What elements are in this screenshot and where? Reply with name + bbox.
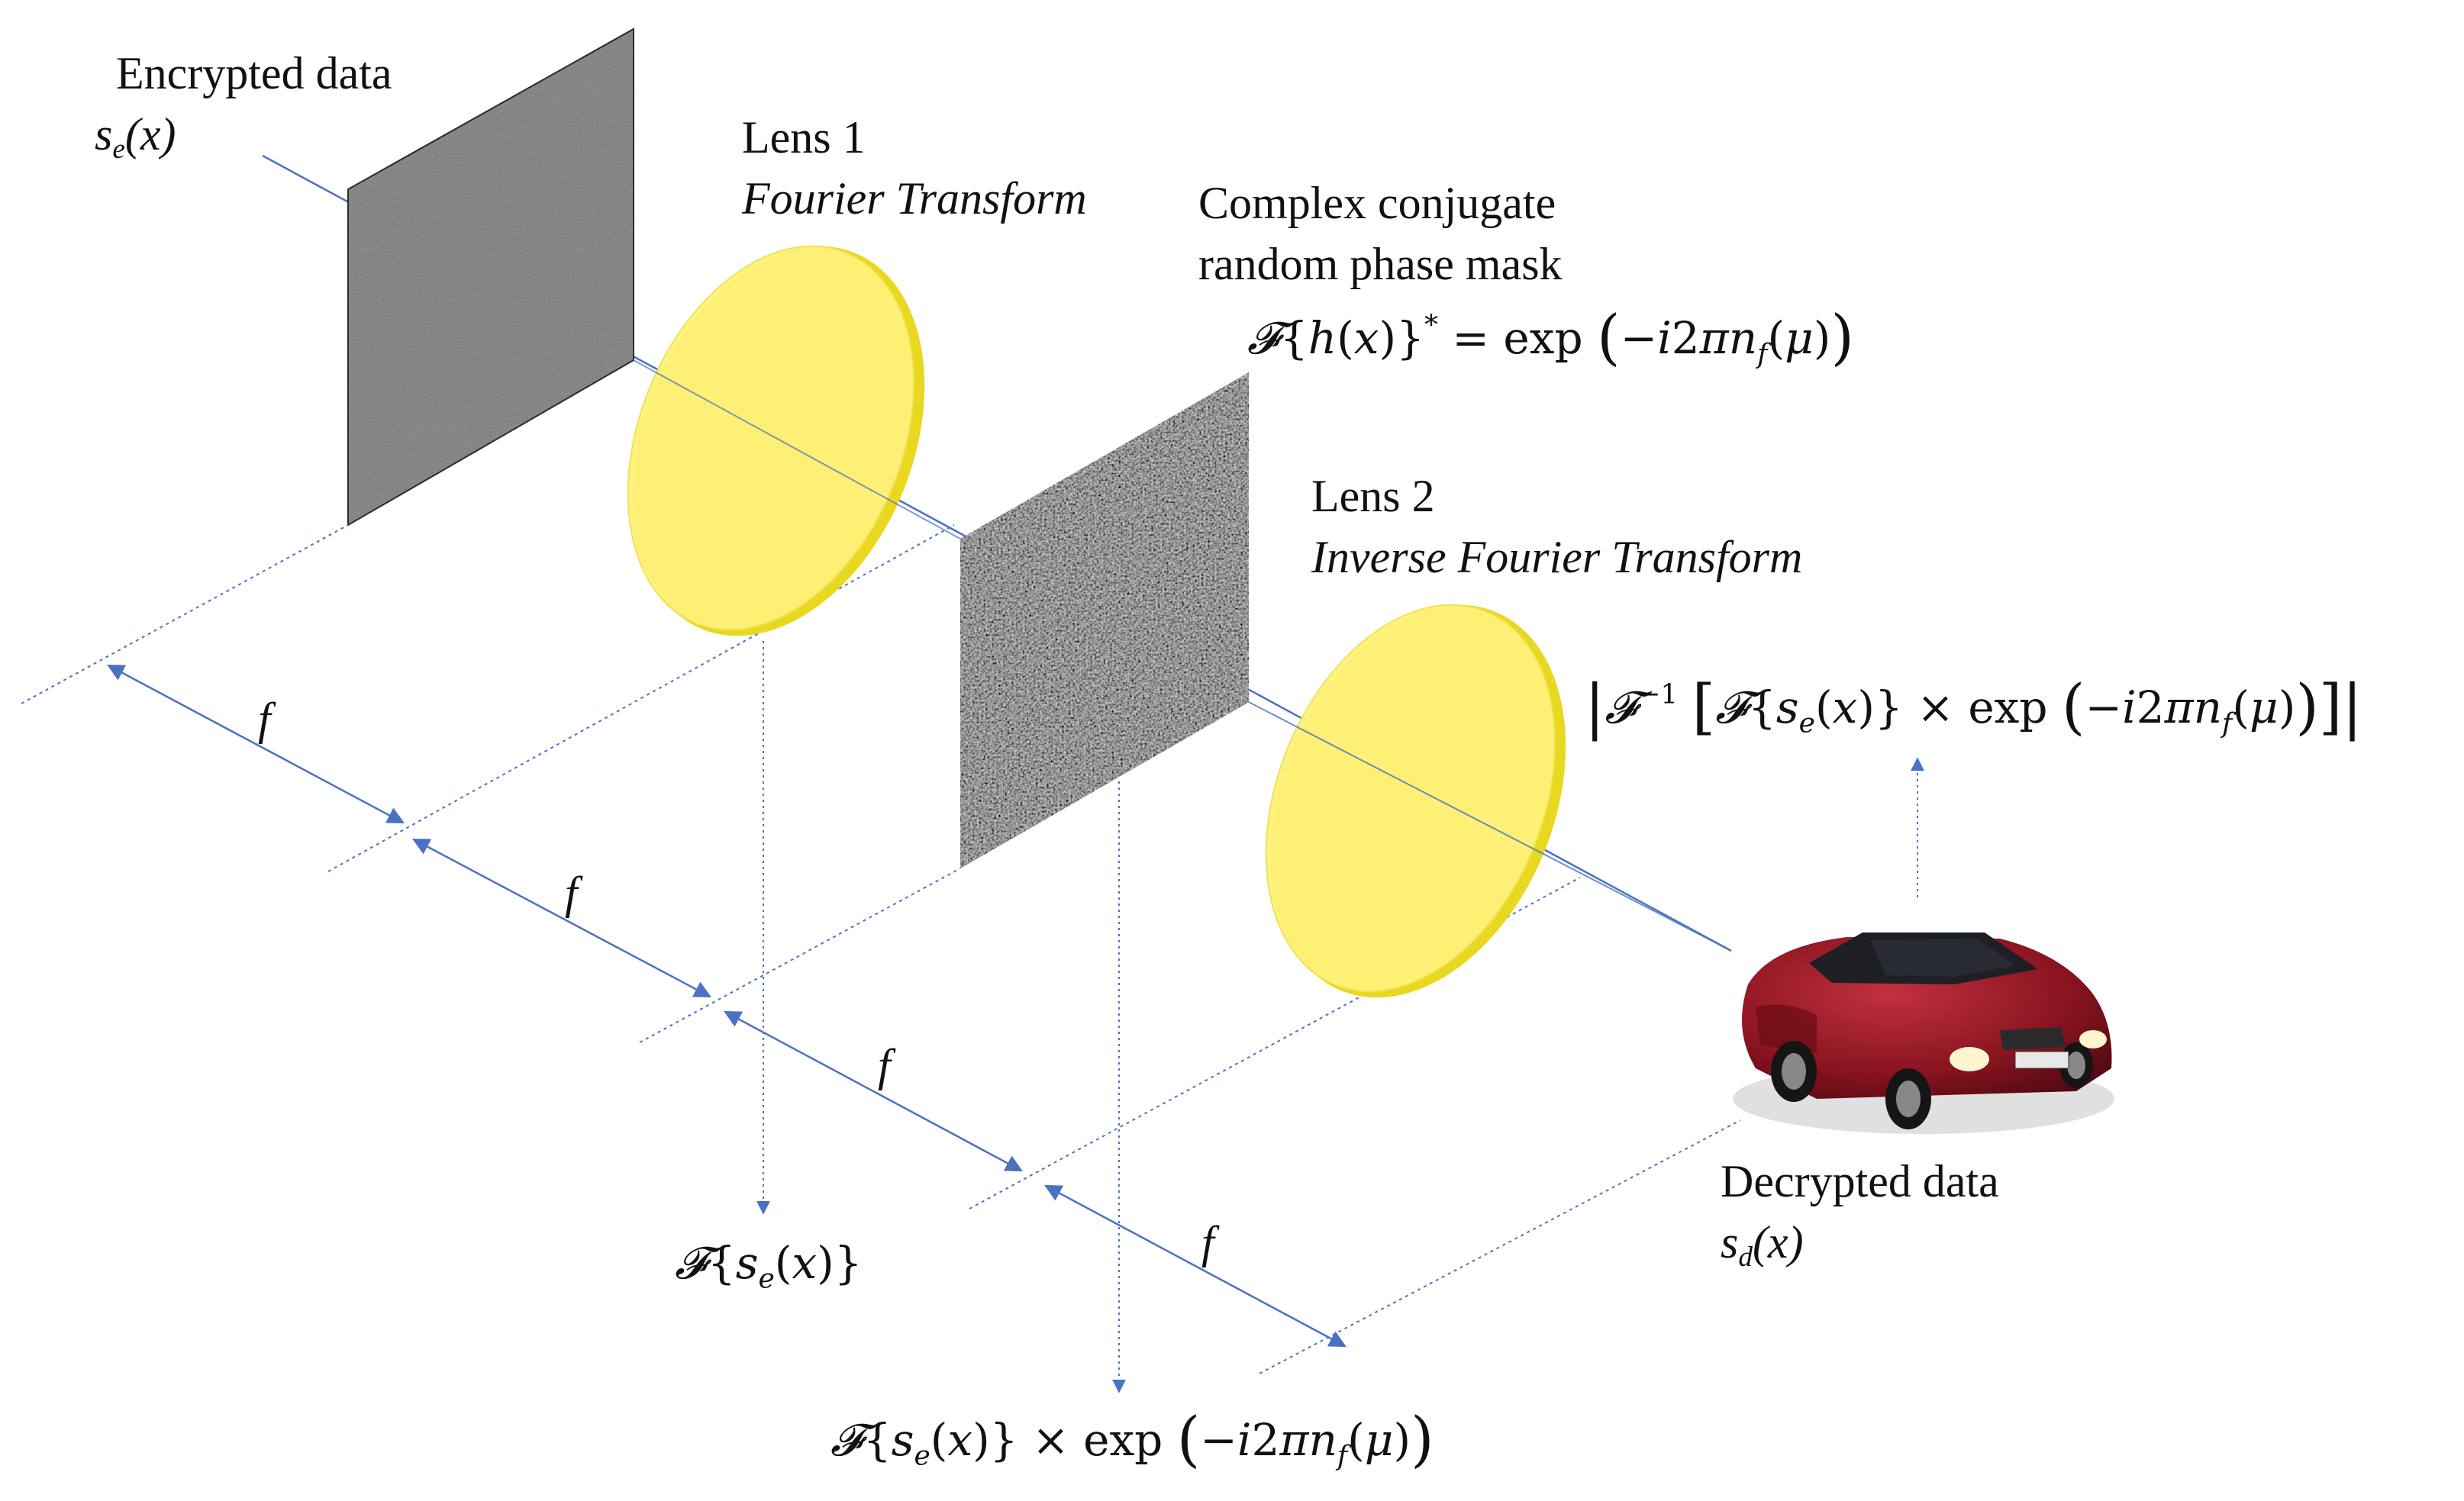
decrypted-symbol-base: s — [1721, 1217, 1739, 1267]
decrypted-symbol-sub: d — [1738, 1242, 1753, 1274]
focal-label-2: f — [565, 868, 578, 918]
mask-equation: 𝓕{h(x)}* = exp (−i2πnf(μ)) — [1247, 303, 1854, 372]
lens2-subtitle: Inverse Fourier Transform — [1311, 532, 1803, 582]
encrypted-data-title: Encrypted data — [116, 48, 392, 98]
focal-arrow-4 — [1044, 1184, 1346, 1348]
decrypted-symbol-arg: (x) — [1752, 1217, 1804, 1267]
mask-title-line1: Complex conjugate — [1198, 178, 1556, 228]
product-equation: 𝓕{se(x)} × exp (−i2πnf(μ)) — [830, 1405, 1434, 1474]
focal-arrow-1 — [107, 664, 405, 824]
encrypted-symbol-arg: (x) — [124, 109, 176, 159]
output-equation: |𝓕−1 [𝓕{se(x)} × exp (−i2πnf(μ))]| — [1585, 672, 2362, 742]
focal-arrow-3 — [724, 1010, 1023, 1172]
encrypted-symbol-base: s — [95, 109, 113, 159]
encrypted-data-plane — [347, 27, 634, 527]
drop-lines — [756, 641, 1924, 1393]
mask-title-line2: random phase mask — [1198, 239, 1563, 289]
lens-2 — [1265, 604, 1566, 998]
focal-label-1: f — [258, 694, 271, 744]
fourier-plane-equation: 𝓕{se(x)} — [675, 1237, 863, 1295]
focal-arrow-2 — [412, 838, 711, 998]
lens1-subtitle: Fourier Transform — [742, 173, 1087, 224]
lens1-title: Lens 1 — [742, 112, 866, 163]
focal-label-4: f — [1201, 1217, 1214, 1267]
encrypted-symbol-sub: e — [112, 134, 125, 166]
phase-mask-plane — [960, 372, 1249, 868]
lens2-title: Lens 2 — [1311, 471, 1435, 521]
decrypted-data-symbol: sd(x) — [1721, 1219, 1804, 1271]
decrypted-data-title: Decrypted data — [1721, 1156, 1999, 1206]
focal-arrows — [107, 664, 1346, 1348]
lens-1 — [627, 245, 925, 636]
decrypted-car-image — [1733, 932, 2114, 1134]
encrypted-data-symbol: se(x) — [95, 111, 176, 163]
focal-label-3: f — [878, 1040, 891, 1090]
